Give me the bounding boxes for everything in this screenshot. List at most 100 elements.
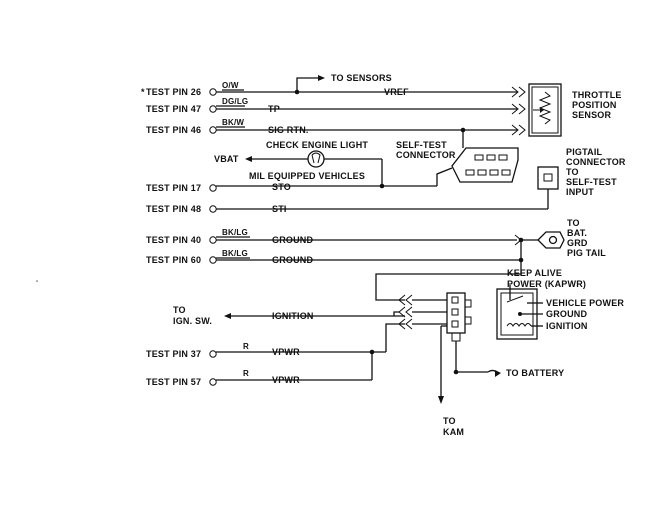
tps-inner	[531, 86, 559, 134]
sig-rtn-tps-connector	[511, 124, 526, 136]
pin-57-color-code: R	[243, 369, 249, 378]
tp-tps-connector	[511, 103, 526, 115]
self-test-connector-body	[451, 147, 519, 183]
relay-pin-1-connector	[398, 294, 413, 306]
to-sensors-label: TO SENSORS	[331, 73, 392, 83]
pin-26-prefix: *	[141, 87, 145, 97]
mil-label: MIL EQUIPPED VEHICLES	[249, 171, 365, 181]
relay-side-tab-2	[464, 316, 472, 325]
pin-48-row: TEST PIN 48 STI	[146, 189, 549, 214]
pigtail-terminal	[543, 173, 553, 182]
to-sensors-wire	[296, 77, 318, 92]
pigtail-connector-body	[537, 166, 559, 190]
self-test-connector: SELF-TEST CONNECTOR	[396, 140, 519, 183]
pin-57-row: TEST PIN 57 R VPWR	[146, 352, 373, 387]
ground-2-signal-label: GROUND	[272, 255, 313, 265]
ignition-feed: TO IGN. SW. IGNITION	[173, 305, 405, 352]
sto-to-connector-wire	[436, 167, 453, 186]
relay-ground-node	[518, 312, 522, 316]
pin-60-label: TEST PIN 60	[146, 255, 201, 265]
to-ign-arrow	[224, 313, 231, 319]
ignition-to-relay-link	[393, 311, 399, 316]
pin-46-label: TEST PIN 46	[146, 125, 201, 135]
tps-label-line-3: SENSOR	[572, 110, 612, 120]
keep-alive-label-line-2: POWER (KAPWR)	[507, 279, 586, 289]
pigtail-label-line-3: TO	[566, 167, 579, 177]
pin-60-color-code: BK/LG	[222, 249, 248, 258]
pin-57-terminal	[209, 378, 217, 386]
to-kam-label-line-1: TO	[443, 416, 456, 426]
pigtail-connector: PIGTAIL CONNECTOR TO SELF-TEST INPUT	[537, 147, 626, 197]
relay-schematic: KEEP ALIVE POWER (KAPWR) VEHICLE POWER G…	[496, 268, 624, 340]
self-test-terminal-4	[465, 169, 475, 176]
bat-grd-label-line-1: TO	[567, 218, 580, 228]
relay-socket-1	[451, 296, 459, 304]
ground-eyelet-icon	[537, 231, 565, 249]
self-test-terminal-3	[498, 154, 508, 161]
tps-label-line-2: POSITION	[572, 100, 617, 110]
self-test-label-line-1: SELF-TEST	[396, 140, 447, 150]
vbat-label: VBAT	[214, 154, 239, 164]
lamp-filament-icon	[311, 152, 321, 164]
relay-socket-2	[451, 308, 459, 316]
sti-signal-label: STI	[272, 204, 287, 214]
pin-40-terminal	[209, 236, 217, 244]
self-test-terminal-6	[489, 169, 499, 176]
pigtail-label-line-2: CONNECTOR	[566, 157, 626, 167]
ground-junction-1	[518, 237, 524, 243]
pin-46-terminal	[209, 126, 217, 134]
vref-tps-connector	[511, 86, 526, 98]
vbat-arrow	[245, 156, 252, 162]
pin-60-terminal	[209, 256, 217, 264]
relay-socket-3	[451, 320, 459, 328]
to-ign-label-line-1: TO	[173, 305, 186, 315]
power-relay-connector: TO BATTERY TO KAM	[398, 292, 564, 437]
pigtail-label-line-1: PIGTAIL	[566, 147, 603, 157]
scan-speck	[36, 280, 38, 282]
pin-17-row: TEST PIN 17 STO	[146, 167, 453, 193]
pin-40-color-code: BK/LG	[222, 228, 248, 237]
check-engine-label: CHECK ENGINE LIGHT	[266, 140, 368, 150]
pin-46-row: TEST PIN 46 BK/W SIG RTN.	[146, 118, 526, 148]
vehicle-power-label: VEHICLE POWER	[546, 298, 624, 308]
sig-rtn-signal-label: SIG RTN.	[268, 125, 309, 135]
pin-48-label: TEST PIN 48	[146, 204, 201, 214]
to-battery-arrow	[495, 370, 501, 377]
pin-47-terminal	[209, 105, 217, 113]
relay-switch-contact	[506, 295, 524, 303]
bat-grd-label-line-2: BAT.	[567, 228, 587, 238]
pin-60-row: TEST PIN 60 BK/LG GROUND	[146, 249, 524, 301]
bat-grd-label-line-3: GRD	[567, 238, 588, 248]
vpwr-1-signal-label: VPWR	[272, 347, 300, 357]
pin-46-color-code: BK/W	[222, 118, 244, 127]
relay-ignition-label: IGNITION	[546, 321, 588, 331]
pin-57-label: TEST PIN 57	[146, 377, 201, 387]
to-kam-arrow	[438, 396, 444, 404]
relay-coil-icon	[506, 323, 532, 327]
ground-1-signal-label: GROUND	[272, 235, 313, 245]
ignition-signal-label: IGNITION	[272, 311, 314, 321]
battery-ground-pigtail: TO BAT. GRD PIG TAIL	[537, 218, 606, 258]
throttle-position-sensor: THROTTLE POSITION SENSOR	[528, 83, 621, 137]
self-test-terminal-7	[501, 169, 511, 176]
self-test-terminal-5	[477, 169, 487, 176]
self-test-terminal-1	[474, 154, 484, 161]
ground-eyelet-hole	[548, 235, 558, 245]
pin-47-color-code: DG/LG	[222, 97, 248, 106]
pin-17-label: TEST PIN 17	[146, 183, 201, 193]
pin-40-label: TEST PIN 40	[146, 235, 201, 245]
bat-grd-label-line-4: PIG TAIL	[567, 248, 606, 258]
pin-47-row: TEST PIN 47 DG/LG TP	[146, 97, 526, 115]
to-ign-label-line-2: IGN. SW.	[173, 316, 212, 326]
pin-37-color-code: R	[243, 342, 249, 351]
check-engine-light-circuit: CHECK ENGINE LIGHT VBAT MIL EQUIPPED VEH…	[214, 140, 385, 189]
pigtail-label-line-5: INPUT	[566, 187, 594, 197]
pin-37-terminal	[209, 350, 217, 358]
pigtail-label-line-4: SELF-TEST	[566, 177, 617, 187]
to-battery-label: TO BATTERY	[506, 368, 564, 378]
self-test-terminal-2	[486, 154, 496, 161]
pin-26-label: TEST PIN 26	[146, 87, 201, 97]
pin-48-terminal	[209, 205, 217, 213]
vpwr-to-relay-wire	[385, 323, 405, 352]
pin-17-terminal	[209, 184, 217, 192]
